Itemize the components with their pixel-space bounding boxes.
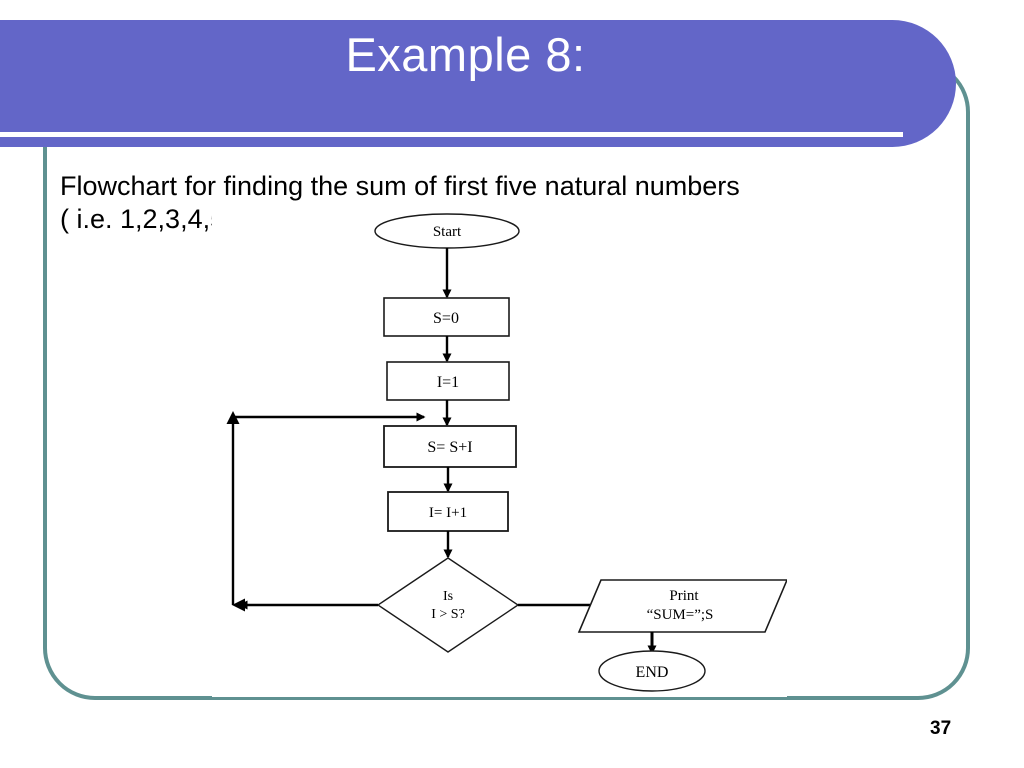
flow-node-print: Print “SUM=”;S	[577, 579, 787, 633]
body-line-1: Flowchart for finding the sum of first f…	[60, 171, 740, 201]
flow-label-end: END	[636, 664, 669, 681]
title-banner	[0, 20, 956, 147]
flow-label-accumulate: S= S+I	[427, 439, 472, 456]
slide-number: 37	[930, 718, 952, 739]
flow-node-end: END	[598, 650, 706, 692]
body-line-2: ( i.e. 1,2,3,4,5 )	[60, 204, 242, 234]
flow-node-init-index: I=1	[386, 361, 510, 401]
flow-label-decision-line-2: I > S?	[431, 607, 465, 622]
flow-edge-loop-back	[226, 411, 426, 612]
flow-node-decision: Is I > S?	[376, 557, 520, 653]
title-banner-rule	[0, 132, 903, 137]
flowchart-image: Start S=0 I=1 S= S+I I= I+1	[212, 205, 787, 697]
flow-node-start: Start	[374, 213, 520, 249]
flow-label-increment: I= I+1	[429, 505, 467, 521]
flow-node-init-sum: S=0	[383, 297, 510, 337]
slide-body-text: Flowchart for finding the sum of first f…	[60, 170, 960, 236]
flow-label-init-sum: S=0	[433, 310, 459, 327]
flow-label-print-line-1: Print	[669, 588, 699, 604]
flow-node-increment: I= I+1	[387, 491, 509, 532]
page-title: Example 8:	[345, 28, 586, 81]
flow-label-print-line-2: “SUM=”;S	[647, 607, 714, 623]
flow-label-decision-line-1: Is	[443, 589, 453, 604]
flow-node-accumulate: S= S+I	[383, 425, 517, 468]
flow-label-start: Start	[433, 224, 462, 240]
flow-label-init-index: I=1	[437, 374, 459, 391]
